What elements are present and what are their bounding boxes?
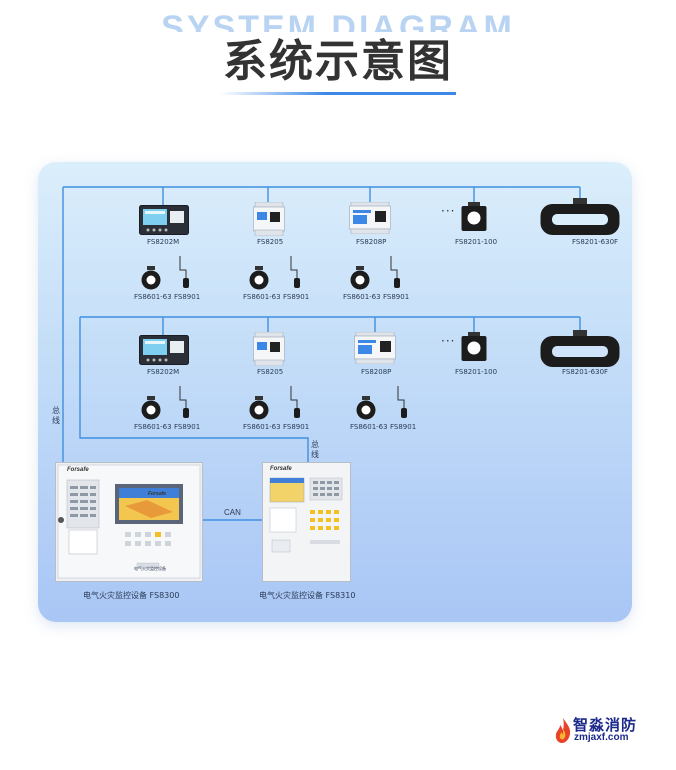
cabinet-fs8300: Forsafe Forsafe 电气火灾监控设备 <box>55 462 203 582</box>
label-sensor-row2-b: FS8601-63 <box>243 423 281 431</box>
label-probe-row1-a: FS8901 <box>174 293 201 301</box>
caption-fs8300: 电气火灾监控设备 FS8300 <box>83 591 180 600</box>
cabinet-fs8310: Forsafe <box>262 462 351 582</box>
transformer-fs8201-100-row2 <box>461 332 487 361</box>
meter-fs8202m-row2 <box>139 335 189 365</box>
label-fs8201-100-row1: FS8201-100 <box>455 238 498 246</box>
label-sensor-row2-c: FS8601-63 <box>350 423 388 431</box>
ellipsis-row1: ··· <box>441 204 456 218</box>
temp-probe-row2-c <box>397 386 407 418</box>
ct-sensor-row1-b <box>249 266 269 290</box>
ct-sensor-row1-c <box>350 266 370 290</box>
label-fs8205-row2: FS8205 <box>257 368 284 376</box>
title-english: SYSTEM DIAGRAM <box>161 9 515 32</box>
label-fs8202m-row1: FS8202M <box>147 238 180 246</box>
can-label: CAN <box>224 508 241 517</box>
cabinet-right-brand: Forsafe <box>270 466 292 472</box>
watermark-name: 智淼消防 <box>573 716 638 734</box>
meter-fs8202m-row1 <box>139 205 189 235</box>
label-fs8201-630f-row1: FS8201-630F <box>572 238 619 246</box>
label-fs8208p-row2: FS8208P <box>361 368 392 376</box>
ct-sensor-row2-c <box>356 396 376 420</box>
cabinet-left-screen-brand: Forsafe <box>148 491 167 497</box>
bus-label-right: 总线 <box>311 440 319 459</box>
watermark-logo: 智淼消防 zmjaxf.com <box>553 714 673 748</box>
ct-sensor-row1-a <box>141 266 161 290</box>
label-sensor-row1-c: FS8601-63 <box>343 293 381 301</box>
ellipsis-row2: ··· <box>441 334 456 348</box>
transformer-fs8201-100-row1 <box>461 202 487 231</box>
label-probe-row2-c: FS8901 <box>390 423 417 431</box>
label-probe-row1-b: FS8901 <box>283 293 310 301</box>
ct-sensor-row2-a <box>141 396 161 420</box>
label-fs8201-100-row2: FS8201-100 <box>455 368 498 376</box>
module-fs8205-row2 <box>253 332 285 366</box>
label-sensor-row1-b: FS8601-63 <box>243 293 281 301</box>
label-fs8201-630f-row2: FS8201-630F <box>562 368 609 376</box>
cabinet-left-brand: Forsafe <box>67 467 89 473</box>
temp-probe-row2-a <box>179 386 189 418</box>
cabinet-left-plate: 电气火灾监控设备 <box>134 566 166 571</box>
label-fs8202m-row2: FS8202M <box>147 368 180 376</box>
temp-probe-row1-b <box>290 256 300 288</box>
label-probe-row2-a: FS8901 <box>174 423 201 431</box>
module-fs8208p-row2 <box>354 332 396 364</box>
label-fs8208p-row1: FS8208P <box>356 238 387 246</box>
temp-probe-row2-b <box>290 386 300 418</box>
flame-icon <box>555 718 571 743</box>
label-fs8205-row1: FS8205 <box>257 238 284 246</box>
transformer-fs8201-630f-row2 <box>540 330 620 367</box>
title-chinese: 系统示意图 <box>223 36 453 87</box>
transformer-fs8201-630f-row1 <box>540 198 620 235</box>
temp-probe-row1-c <box>390 256 400 288</box>
caption-fs8310: 电气火灾监控设备 FS8310 <box>259 591 356 600</box>
title-underline <box>220 92 456 95</box>
label-probe-row2-b: FS8901 <box>283 423 310 431</box>
label-probe-row1-c: FS8901 <box>383 293 410 301</box>
label-sensor-row1-a: FS8601-63 <box>134 293 172 301</box>
module-fs8205-row1 <box>253 202 285 236</box>
temp-probe-row1-a <box>179 256 189 288</box>
watermark-url: zmjaxf.com <box>574 732 629 743</box>
label-sensor-row2-a: FS8601-63 <box>134 423 172 431</box>
ct-sensor-row2-b <box>249 396 269 420</box>
bus-label-left: 总线 <box>52 406 60 425</box>
module-fs8208p-row1 <box>349 202 391 234</box>
